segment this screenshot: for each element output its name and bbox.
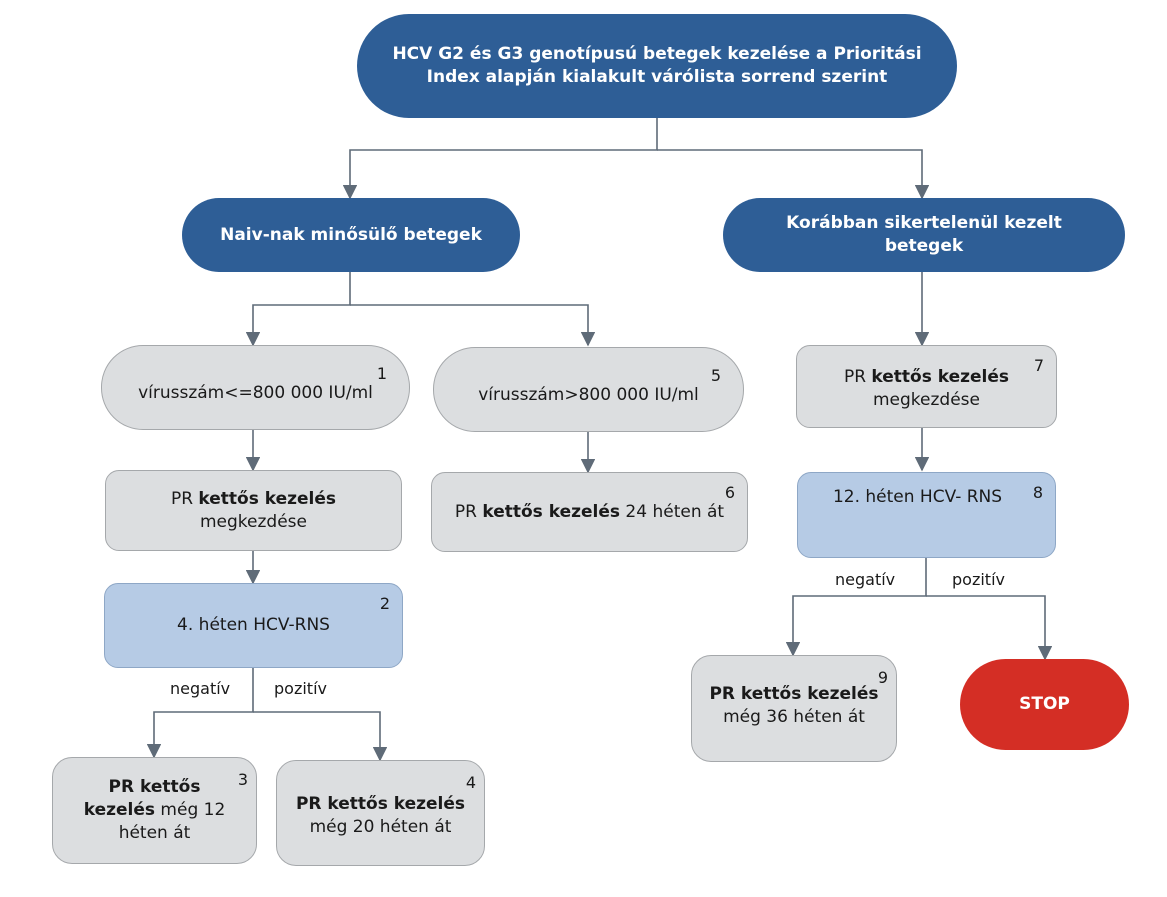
node-4-line2: még 20 héten át <box>309 817 452 837</box>
left-positive-label: pozitív <box>274 679 327 698</box>
left-negative-label: negatív <box>170 679 231 698</box>
node-9-number: 9 <box>877 668 888 687</box>
connector-n8-right <box>926 595 1053 661</box>
naive-title: Naiv-nak minősülő betegek <box>220 224 482 245</box>
node-6-dual-therapy-24-weeks: 6 PR kettős kezelés 24 héten át <box>431 472 748 552</box>
node-8-week12-hcv-rna: 8 12. héten HCV- RNS <box>797 472 1056 558</box>
previously-treated-node: Korábban sikertelenül kezelt betegek <box>723 198 1125 272</box>
node-9-line1: PR kettős kezelés <box>709 683 878 706</box>
node-3-line2: kezelés még 12 <box>84 799 226 822</box>
root-title: HCV G2 és G3 genotípusú betegek kezelése… <box>392 44 922 87</box>
node-5-number: 5 <box>710 366 721 385</box>
node-6-text: PR kettős kezelés 24 héten át <box>455 501 724 524</box>
connector-n2 <box>146 668 254 759</box>
node-3-bold1: PR kettős <box>108 777 201 797</box>
stop-text: STOP <box>1019 694 1070 714</box>
node-8-number: 8 <box>1032 483 1043 502</box>
node-3-bold2: kezelés <box>83 800 156 820</box>
connector-root-right <box>657 149 930 200</box>
connector-n8 <box>785 558 927 657</box>
node-8-text: 12. héten HCV- RNS <box>832 486 1003 507</box>
node-3-dual-therapy-12-weeks: 3 PR kettős kezelés még 12 héten át <box>52 757 257 864</box>
naive-patients-node: Naiv-nak minősülő betegek <box>182 198 520 272</box>
node-3-line3: héten át <box>118 823 191 843</box>
node-5-text: vírusszám>800 000 IU/ml <box>478 385 699 405</box>
node-start-dual-therapy-naive: PR kettős kezelés megkezdése <box>105 470 402 551</box>
node-9-bold: PR kettős kezelés <box>709 683 879 704</box>
right-negative-label: negatív <box>835 570 896 589</box>
connector-root <box>342 118 658 200</box>
node-4-dual-therapy-20-weeks: 4 PR kettős kezelés még 20 héten át <box>276 760 485 866</box>
node-2-number: 2 <box>379 594 390 613</box>
node-7-line2: megkezdése <box>873 389 980 410</box>
node-2-week4-hcv-rna: 2 4. héten HCV-RNS <box>104 583 403 668</box>
node-1-low-viral-load: 1 vírusszám<=800 000 IU/ml <box>101 345 410 430</box>
node-4-bold: PR kettős kezelés <box>295 794 466 814</box>
node-4-line1: PR kettős kezelés <box>296 793 465 816</box>
previous-title: Korábban sikertelenül kezelt betegek <box>786 213 1062 256</box>
node-6-pre: PR <box>454 501 483 522</box>
stop-node: STOP <box>960 659 1129 750</box>
node-7-line1: PR kettős kezelés <box>844 366 1009 389</box>
node-7-pre: PR <box>843 366 872 387</box>
node-6-bold: kettős kezelés <box>482 501 621 522</box>
node-4-number: 4 <box>465 773 476 792</box>
start-left-bold: kettős kezelés <box>198 488 337 509</box>
node-1-number: 1 <box>376 364 387 383</box>
node-9-dual-therapy-36-weeks: 9 PR kettős kezelés még 36 héten át <box>691 655 897 762</box>
node-9-line2: még 36 héten át <box>723 706 865 727</box>
node-3-line1: PR kettős <box>109 776 201 799</box>
root-node: HCV G2 és G3 genotípusú betegek kezelése… <box>357 14 957 118</box>
start-left-line2: megkezdése <box>200 511 307 532</box>
connector-naive-right <box>350 304 596 347</box>
node-2-text: 4. héten HCV-RNS <box>177 615 330 635</box>
start-left-pre: PR <box>170 488 199 509</box>
node-1-text: vírusszám<=800 000 IU/ml <box>138 383 373 403</box>
node-3-post: még 12 <box>155 800 226 820</box>
connector-n2-right <box>253 711 388 762</box>
connector-naive <box>245 272 351 347</box>
node-3-number: 3 <box>237 770 248 789</box>
node-6-post: 24 héten át <box>620 501 725 522</box>
node-7-number: 7 <box>1033 356 1044 375</box>
node-5-high-viral-load: 5 vírusszám>800 000 IU/ml <box>433 347 744 432</box>
node-6-number: 6 <box>724 483 735 502</box>
right-positive-label: pozitív <box>952 570 1005 589</box>
node-7-start-dual-therapy: 7 PR kettős kezelés megkezdése <box>796 345 1057 428</box>
node-7-bold: kettős kezelés <box>871 366 1010 387</box>
start-left-line1: PR kettős kezelés <box>171 488 336 511</box>
